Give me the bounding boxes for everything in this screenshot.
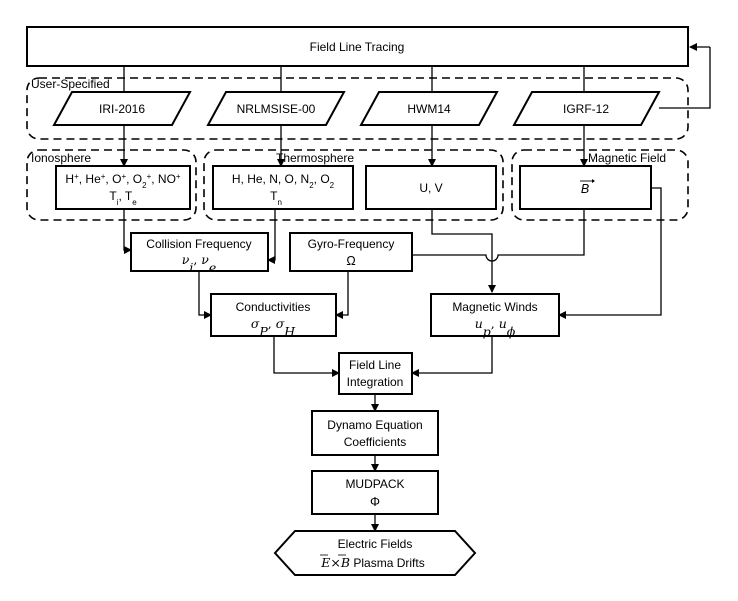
collision-frequency-symbols: νi, νe	[182, 252, 217, 275]
magnetic-winds-title: Magnetic Winds	[452, 300, 537, 314]
b-field-box: B	[519, 165, 652, 210]
dynamo-equation-line1: Dynamo Equation	[327, 418, 422, 432]
nrlmsise-00-model: NRLMSISE-00	[206, 91, 346, 126]
magnetic-field-label: Magnetic Field	[588, 151, 666, 165]
conductivities-title: Conductivities	[236, 300, 311, 314]
electric-fields-output: Electric Fields E×B Plasma Drifts	[273, 530, 477, 576]
iri-2016-label: IRI-2016	[99, 102, 145, 116]
nrlmsise-00-label: NRLMSISE-00	[237, 102, 316, 116]
neutral-species-text: H, He, N, O, N2, O2	[232, 172, 335, 190]
mudpack-symbol: Φ	[370, 495, 380, 509]
collision-frequency-box: Collision Frequency νi, νe	[130, 232, 269, 275]
magnetic-winds-box: Magnetic Winds up, uϕ	[430, 293, 560, 339]
dynamo-equation-line2: Coefficients	[344, 435, 406, 449]
collision-frequency-title: Collision Frequency	[146, 237, 251, 251]
hwm14-model: HWM14	[359, 91, 499, 126]
neutral-temperature-text: Tn	[270, 189, 282, 207]
magnetic-winds-symbols: up, uϕ	[475, 316, 516, 339]
field-line-integration-line2: Integration	[347, 375, 404, 389]
b-field-symbol: B	[581, 182, 589, 196]
iri-2016-model: IRI-2016	[52, 91, 192, 126]
field-line-tracing-box: Field Line Tracing	[26, 26, 689, 67]
b-field-vector-arrowhead	[592, 179, 595, 183]
ion-temperature-text: Ti, Te	[109, 189, 137, 207]
user-specified-group	[26, 77, 689, 140]
conductivities-box: Conductivities σP, σH	[210, 293, 337, 339]
electric-fields-line1: Electric Fields	[338, 537, 413, 551]
magnetic-field-group	[511, 149, 689, 221]
ion-species-box: H+, He+, O+, O2+, NO+ Ti, Te	[55, 165, 191, 210]
conductivities-symbols: σP, σH	[251, 316, 296, 339]
ion-species-text: H+, He+, O+, O2+, NO+	[65, 172, 181, 190]
neutral-species-box: H, He, N, O, N2, O2 Tn	[212, 165, 354, 210]
thermosphere-label: Thermosphere	[276, 151, 354, 165]
field-line-integration-line1: Field Line	[349, 358, 401, 372]
neutral-winds-box: U, V	[365, 165, 497, 210]
gyro-frequency-box: Gyro-Frequency Ω	[289, 232, 413, 272]
thermosphere-group	[203, 149, 504, 221]
field-line-tracing-label: Field Line Tracing	[310, 40, 405, 54]
gyro-frequency-title: Gyro-Frequency	[308, 237, 395, 251]
mudpack-box: MUDPACK Φ	[311, 470, 439, 515]
mudpack-title: MUDPACK	[345, 477, 404, 491]
field-line-integration-box: Field Line Integration	[338, 352, 413, 395]
ionosphere-group	[26, 149, 197, 221]
igrf-12-label: IGRF-12	[563, 102, 609, 116]
user-specified-label: User-Specified	[31, 77, 110, 91]
igrf-12-model: IGRF-12	[512, 91, 661, 126]
dynamo-equation-box: Dynamo Equation Coefficients	[311, 410, 439, 456]
ionosphere-label: Ionosphere	[31, 151, 91, 165]
neutral-winds-text: U, V	[419, 181, 442, 195]
hwm14-label: HWM14	[407, 102, 451, 116]
electric-fields-line2: E×B Plasma Drifts	[320, 555, 424, 570]
gyro-frequency-symbol: Ω	[346, 254, 355, 268]
